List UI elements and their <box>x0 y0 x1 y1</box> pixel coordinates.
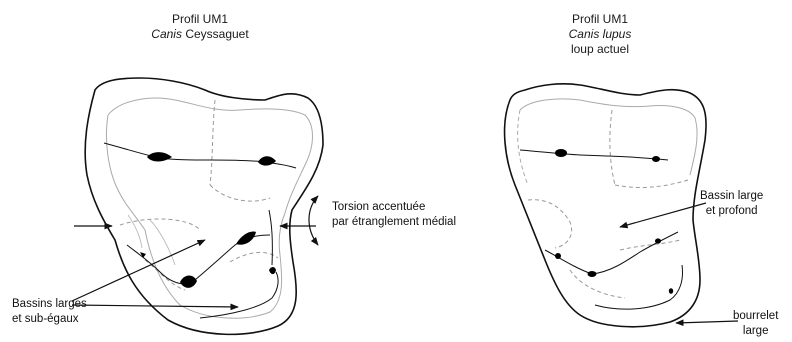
left-connector <box>269 210 272 265</box>
left-cusp-5 <box>236 232 256 245</box>
right-inner-left <box>518 110 528 185</box>
right-dashed-4 <box>620 240 680 250</box>
left-gray-line-1 <box>150 220 175 265</box>
left-dashed-4 <box>230 252 278 262</box>
right-cusp-2 <box>652 156 660 162</box>
right-tooth <box>505 84 706 327</box>
right-tooth-outline <box>505 84 706 327</box>
bourrelet-arrow <box>676 321 738 323</box>
left-cusp-3 <box>140 252 146 258</box>
right-dashed-1 <box>610 110 615 185</box>
right-dashed-3 <box>528 200 572 248</box>
right-dashed-2 <box>615 180 688 187</box>
left-tooth-inner <box>106 115 285 318</box>
right-upper-ridge <box>520 150 668 160</box>
left-cusp-1 <box>147 152 172 161</box>
torsion-arrow <box>309 196 318 245</box>
right-lower-curve <box>595 265 683 309</box>
left-tooth <box>85 78 323 334</box>
right-arrows <box>620 203 738 323</box>
right-cusp-5 <box>655 238 661 243</box>
right-lower-ridge <box>545 232 678 274</box>
left-dashed-1 <box>210 100 215 185</box>
right-inner-top <box>520 99 697 175</box>
right-cusp-6 <box>669 288 673 294</box>
left-cusp-6 <box>269 267 276 274</box>
left-gray-line-2 <box>128 215 142 248</box>
right-cusp-3 <box>555 253 561 259</box>
right-cusp-1 <box>555 149 567 157</box>
right-cusp-4 <box>588 271 597 277</box>
left-cusp-2 <box>258 156 276 165</box>
right-dashed-5 <box>570 270 625 298</box>
left-cusp-4 <box>180 275 197 287</box>
left-lower-curve <box>200 272 278 318</box>
left-dashed-2 <box>210 185 270 201</box>
bassins-arrow-2 <box>72 305 238 307</box>
left-tooth-inner-top <box>108 98 313 213</box>
